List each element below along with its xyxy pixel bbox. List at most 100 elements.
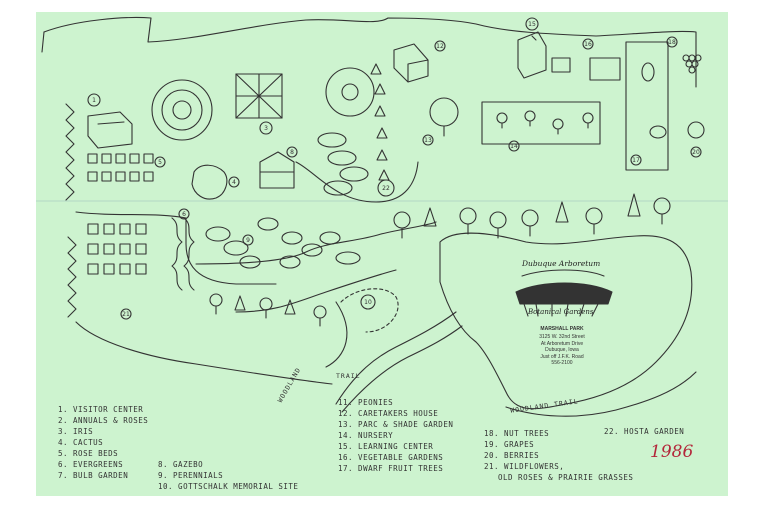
cactus-garden (191, 164, 228, 200)
marker-16-circle (582, 38, 594, 50)
marker-10-label: 10 (364, 299, 372, 306)
marker-3-label: 3 (264, 125, 268, 132)
marker-3-circle (259, 121, 273, 135)
gazebo (259, 151, 295, 189)
marker-8-circle (286, 146, 298, 158)
boundary-path (195, 221, 437, 265)
marker-18-circle (666, 36, 678, 48)
legend-item: 1. VISITOR CENTER (58, 405, 144, 414)
marker-4-circle (228, 176, 240, 188)
marker-14-label: 14 (510, 143, 518, 150)
marker-6-label: 6 (182, 211, 186, 218)
legend-item: 17. DWARF FRUIT TREES (338, 464, 444, 473)
legend-column-4: 18. NUT TREES 19. GRAPES 20. BERRIES 21.… (484, 428, 633, 483)
legend-item: 8. GAZEBO (158, 460, 204, 469)
legend-item: 13. PARC & SHADE GARDEN (338, 420, 454, 429)
trail-label: TRAIL (336, 372, 361, 380)
nursery (481, 101, 601, 145)
legend-item: 19. GRAPES (484, 440, 535, 449)
legend-item: 15. LEARNING CENTER (338, 442, 434, 451)
legend-item: 7. BULB GARDEN (58, 471, 129, 480)
rose-beds (87, 153, 166, 182)
legend-item: 2. ANNUALS & ROSES (58, 416, 149, 425)
legend-item: 6. EVERGREENS (58, 460, 124, 469)
marker-6-circle (178, 208, 190, 220)
hosta-beds (317, 132, 395, 197)
marker-17-circle (630, 154, 642, 166)
legend-item: OLD ROSES & PRAIRIE GRASSES (498, 473, 634, 482)
boundary-path (43, 16, 697, 88)
garden-path (295, 161, 419, 203)
marker-17-label: 17 (632, 157, 640, 164)
tree-line (393, 193, 671, 239)
boundary-path (75, 321, 333, 385)
legend-item: 5. ROSE BEDS (58, 449, 119, 458)
marker-22-label: 22 (382, 185, 390, 192)
tree-line-lower (209, 293, 327, 327)
legend-column-3: 11. PEONIES 12. CARETAKERS HOUSE 13. PAR… (338, 397, 453, 474)
address-block: 3125 W. 32nd Street At Arboretum Drive D… (539, 334, 585, 366)
legend-item: 12. CARETAKERS HOUSE (338, 409, 439, 418)
marker-20-label: 20 (692, 149, 700, 156)
legend-item: 16. VEGETABLE GARDENS (338, 453, 444, 462)
marker-13-circle (422, 134, 434, 146)
annuals-roses-garden (172, 100, 192, 120)
caretakers-house (393, 43, 429, 83)
woodland-trail (335, 311, 457, 405)
legend-item: 14. NURSERY (338, 431, 394, 440)
marker-20-circle (690, 146, 702, 158)
fence (65, 103, 75, 201)
legend-item: 10. GOTTSCHALK MEMORIAL SITE (158, 482, 299, 491)
marker-21-circle (120, 308, 132, 320)
park-name: MARSHALL PARK (540, 326, 584, 332)
vegetable-garden (589, 57, 621, 81)
fence (67, 236, 77, 318)
marker-14-circle (508, 140, 520, 152)
legend-item: 9. PERENNIALS (158, 471, 224, 480)
marker-8-label: 8 (290, 149, 294, 156)
berries (687, 121, 705, 139)
legend-item: 3. IRIS (58, 427, 94, 436)
rose-beds-lower (87, 223, 147, 275)
marker-1-label: 1 (92, 97, 96, 104)
marker-18-label: 18 (668, 39, 676, 46)
peony-bed (325, 67, 375, 117)
annuals-roses-garden (161, 89, 203, 131)
marker-12-label: 12 (436, 43, 444, 50)
shade-tree (429, 97, 459, 127)
legend-column-1: 1. VISITOR CENTER 2. ANNUALS & ROSES 3. … (58, 404, 148, 481)
legend-item: 18. NUT TREES (484, 429, 550, 438)
annuals-roses-garden (151, 79, 213, 141)
boundary-path (325, 301, 348, 368)
woodland-boundary (439, 232, 693, 410)
legend-item: 21. WILDFLOWERS, (484, 462, 565, 471)
marker-9-label: 9 (246, 237, 250, 244)
marker-15-circle (525, 17, 539, 31)
legend-item: 20. BERRIES (484, 451, 540, 460)
legend-item: 4. CACTUS (58, 438, 104, 447)
marker-5-label: 5 (158, 159, 162, 166)
year-annotation: 1986 (650, 442, 694, 462)
legend-column-5: 22. HOSTA GARDEN (604, 426, 684, 437)
marker-4-label: 4 (232, 179, 236, 186)
marker-10-circle (360, 294, 376, 310)
gottschalk-site (340, 288, 399, 333)
fruit-tree-area (625, 41, 669, 171)
logo-title: Dubuque Arboretum (522, 259, 601, 268)
woodland-trail (341, 325, 463, 413)
logo-subtitle: Botanical Gardens (528, 308, 594, 316)
marker-13-label: 13 (424, 137, 432, 144)
learning-center (517, 31, 547, 79)
marker-5-circle (154, 156, 166, 168)
perennial-beds (205, 217, 361, 269)
grapes (682, 54, 702, 74)
marker-21-label: 21 (122, 311, 130, 318)
conifers (370, 63, 390, 181)
legend-column-2: 8. GAZEBO 9. PERENNIALS 10. GOTTSCHALK M… (158, 459, 298, 492)
marker-12-circle (434, 40, 446, 52)
boundary-path (41, 31, 45, 53)
visitor-center (87, 111, 133, 149)
evergreens (171, 217, 183, 291)
